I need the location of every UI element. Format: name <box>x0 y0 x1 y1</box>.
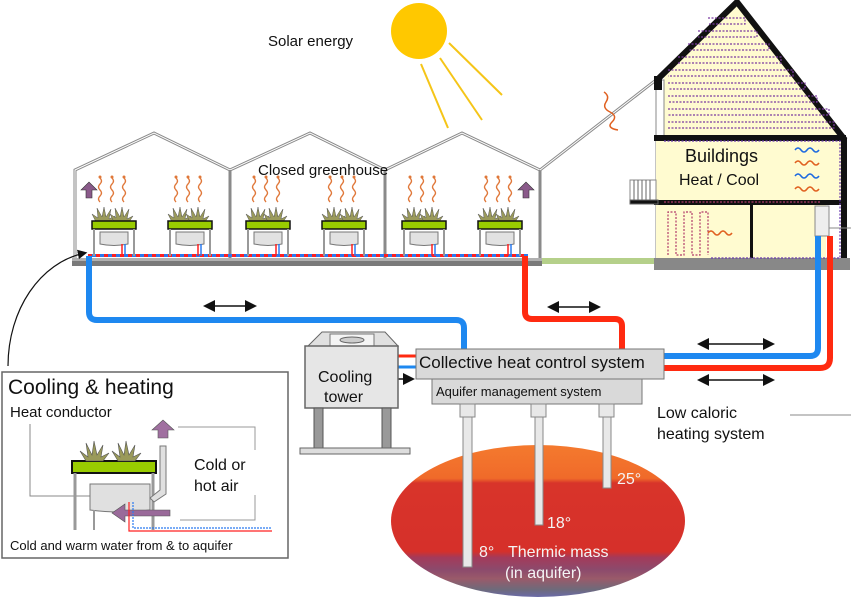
low-caloric-label-2: heating system <box>657 426 765 443</box>
planter-unit <box>477 206 523 256</box>
heat-cool-label: Heat / Cool <box>679 172 760 189</box>
collective-heat-control-label: Collective heat control system <box>419 353 645 372</box>
heat-waves <box>97 175 513 203</box>
cooling-tower-label-1: Cooling <box>318 369 373 386</box>
heat-wave <box>327 177 333 203</box>
heat-wave <box>431 177 437 203</box>
flow-double-arrow-icon <box>203 300 775 386</box>
greenhouse-structure <box>73 78 657 262</box>
temp-18-label: 18° <box>547 515 572 532</box>
heat-wave <box>109 177 115 203</box>
pipes <box>86 236 833 371</box>
greenhouse-floor-pipe <box>88 254 528 257</box>
heat-wave <box>185 177 191 203</box>
thermic-mass-label-2: (in aquifer) <box>505 565 582 582</box>
inset-cooling-heating <box>1 371 289 559</box>
temp-8-label: 8° <box>479 544 495 561</box>
heat-wave <box>339 177 345 203</box>
solar-energy-label: Solar energy <box>268 33 354 50</box>
cold-hot-air-label-2: hot air <box>194 478 239 495</box>
inset-title: Cooling & heating <box>8 376 174 399</box>
buildings-label: Buildings <box>685 146 759 166</box>
planter-unit <box>401 206 447 256</box>
heat-wave <box>351 177 357 203</box>
heat-wave <box>263 177 269 203</box>
aquifer-wells <box>459 403 615 568</box>
sun-icon <box>391 3 503 129</box>
temp-25-label: 25° <box>617 471 642 488</box>
water-aquifer-label: Cold and warm water from & to aquifer <box>10 538 233 553</box>
heat-wave <box>121 177 127 203</box>
heat-wave <box>173 177 179 203</box>
heat-wave <box>495 177 501 203</box>
cooling-tower-label-2: tower <box>324 389 364 406</box>
greenhouse-floor <box>72 258 542 266</box>
building-heat-exchanger <box>814 205 830 237</box>
wall-heating-coil <box>664 140 841 259</box>
heat-wave <box>407 177 413 203</box>
inset-pointer-arrow <box>7 249 88 367</box>
planter-unit <box>91 206 137 256</box>
heat-wave <box>419 177 425 203</box>
heat-wave <box>251 177 257 203</box>
air-up-arrow-icon <box>80 181 535 199</box>
balcony-railing <box>629 179 659 205</box>
closed-greenhouse-label: Closed greenhouse <box>258 162 389 179</box>
planter-unit <box>167 206 213 256</box>
heat-wave <box>483 177 489 203</box>
roof-heating-coils <box>668 17 835 129</box>
heat-wave <box>97 177 103 203</box>
heat-wave <box>507 177 513 203</box>
building-heat-cool-waves <box>603 91 820 236</box>
heat-wave <box>275 177 281 203</box>
heat-wave <box>197 177 203 203</box>
thermic-mass-label-1: Thermic mass <box>508 544 609 561</box>
heat-conductor-label: Heat conductor <box>10 404 112 421</box>
planter-unit <box>321 206 367 256</box>
planter-unit <box>245 206 291 256</box>
aquifer-management-box <box>431 378 643 405</box>
cold-hot-air-label-1: Cold or <box>194 457 246 474</box>
building <box>654 0 850 270</box>
planter-units <box>91 206 523 256</box>
cooling-tower <box>299 331 411 455</box>
aquifer-management-label: Aquifer management system <box>436 384 602 399</box>
low-caloric-label-1: Low caloric <box>657 405 738 422</box>
